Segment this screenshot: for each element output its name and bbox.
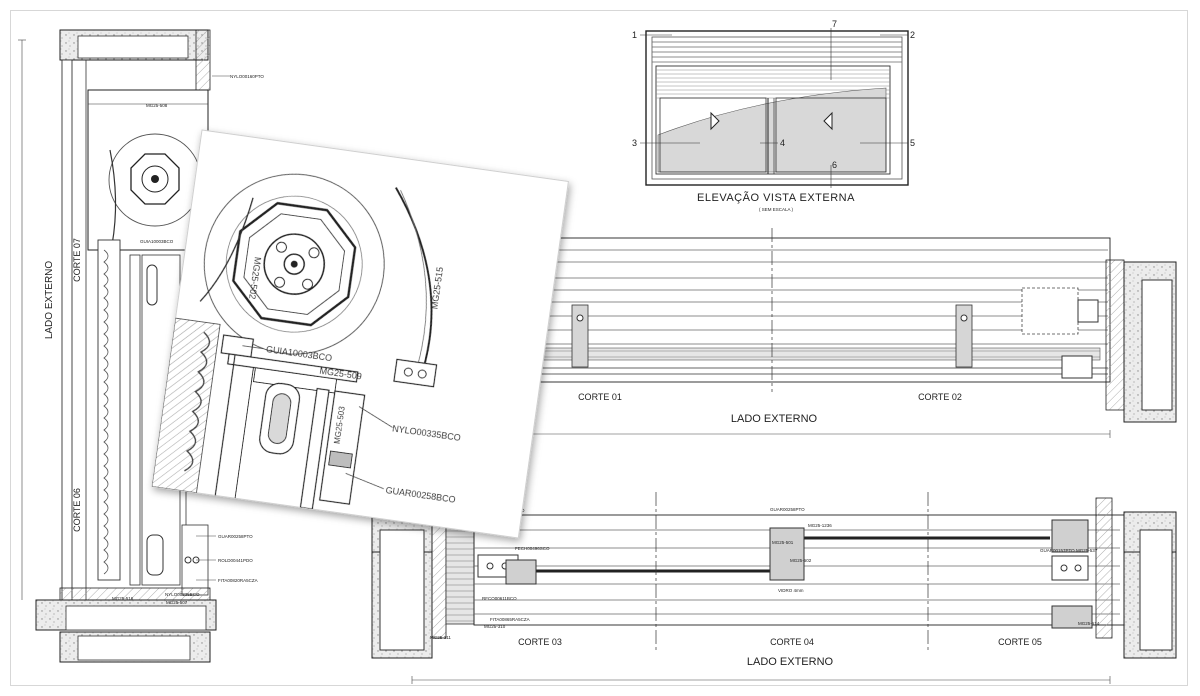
elevation-scale: ( SEM ESCALA ) [759, 207, 794, 212]
lower-plan-section: RA-347 NYLO00414SCO FECH00496SCO RFCO006… [371, 492, 1177, 684]
label-mg-514: MG25-514 [1078, 621, 1100, 626]
callout-1: 1 [632, 30, 637, 40]
corte-05-label: CORTE 05 [998, 637, 1042, 647]
label-guar-pto: GUAR00258PTO [218, 534, 253, 539]
label-mg-537: MG25-537 [1076, 548, 1098, 553]
lower-side-label: LADO EXTERNO [747, 656, 834, 668]
label-ra347: RA-347 [378, 506, 394, 511]
label-rold: ROLD00441PDO [218, 558, 253, 563]
corte-03-label: CORTE 03 [518, 637, 562, 647]
elevation-view: 1 2 3 4 5 6 7 ELEVAÇÃO VISTA EXTERNA ( S… [632, 19, 915, 212]
label-vidro: VIDRO 4mm [778, 588, 804, 593]
left-side-label: LADO EXTERNO [44, 261, 55, 340]
corte-06-label: CORTE 06 [72, 488, 82, 532]
label-mg-310: MG25-310 [484, 624, 506, 629]
callout-2: 2 [910, 30, 915, 40]
label-fech: FECH00496SCO [515, 546, 550, 551]
label-guar-mid: GUAR00157PTO [1040, 548, 1075, 553]
label-guia: GUIA10003BCO [140, 239, 174, 244]
corte-01-label: CORTE 01 [578, 392, 622, 402]
label-mg-311: MG25-311 [430, 635, 451, 640]
label-mg-516: MG25-516 [112, 596, 134, 601]
label-mg-501: MG25-501 [772, 540, 794, 545]
upper-side-label: LADO EXTERNO [731, 413, 818, 425]
callout-6: 6 [832, 160, 837, 170]
callout-3: 3 [632, 138, 637, 148]
label-mg-507: MG25-507 [166, 600, 188, 605]
callout-4: 4 [780, 138, 785, 148]
label-nylo-ws: NYLO00414SCO [490, 508, 525, 513]
left-vertical-section: LADO EXTERNO [18, 29, 264, 663]
label-fita: FITA00865RA5CZA [490, 617, 530, 622]
label-mg-1236: MG25-1236 [808, 523, 832, 528]
label-nylo-bot: NYLO00335BCO [165, 592, 200, 597]
callout-5: 5 [910, 138, 915, 148]
corte-07-label: CORTE 07 [72, 238, 82, 282]
label-fita: FITA00820RA5CZA [218, 578, 258, 583]
label-mg-508: MG25-508 [146, 103, 168, 108]
label-nylo-top: NYLO00160PTO [230, 74, 264, 79]
label-guar-top: GUAR00258PTO [770, 507, 805, 512]
callout-7: 7 [832, 19, 837, 29]
label-mg-502: MG25-502 [790, 558, 812, 563]
upper-plan-section: CORTE 01 CORTE 02 LADO EXTERNO [499, 228, 1177, 438]
corte-04-label: CORTE 04 [770, 637, 814, 647]
elevation-title: ELEVAÇÃO VISTA EXTERNA [697, 191, 855, 204]
corte-02-label: CORTE 02 [918, 392, 962, 402]
sheet-border [10, 10, 1188, 686]
label-rfco: RFCO00611BCO [482, 596, 517, 601]
